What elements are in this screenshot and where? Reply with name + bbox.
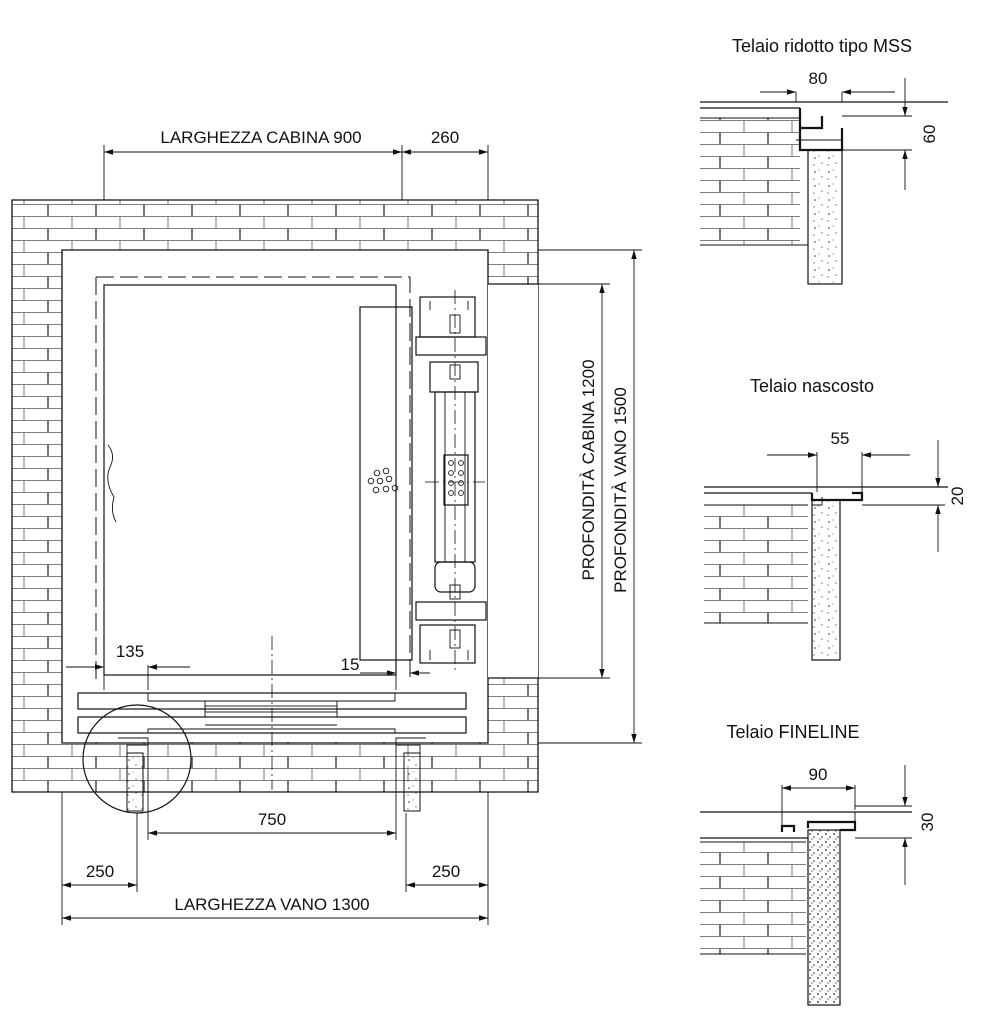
car-depth-label: PROFONDITÀ CABINA 1200 [579, 359, 598, 580]
detail-fineline-title: Telaio FINELINE [726, 722, 859, 742]
shaft-plan [11, 199, 539, 814]
shaft-wall [11, 199, 539, 793]
car-width-label: LARGHEZZA CABINA 900 [160, 128, 361, 147]
detail-mss-height: 60 [920, 125, 939, 144]
detail-fineline-width: 90 [809, 765, 828, 784]
shaft-depth-label: PROFONDITÀ VANO 1500 [611, 387, 630, 593]
offset-right-label: 15 [341, 655, 360, 674]
detail-hidden-width: 55 [831, 429, 850, 448]
plan-dimensions: LARGHEZZA CABINA 900 260 PROFONDITÀ CABI… [61, 128, 642, 925]
detail-hidden-title: Telaio nascosto [750, 376, 874, 396]
counterweight-gap-label: 260 [431, 128, 459, 147]
car-outline [103, 284, 397, 676]
side-left-label: 250 [86, 862, 114, 881]
detail-fineline-height: 30 [918, 813, 937, 832]
detail-mss-title: Telaio ridotto tipo MSS [732, 36, 912, 56]
side-right-label: 250 [432, 862, 460, 881]
door-opening-label: 750 [258, 810, 286, 829]
detail-mss-width: 80 [809, 69, 828, 88]
shaft-width-label: LARGHEZZA VANO 1300 [174, 895, 369, 914]
detail-hidden-height: 20 [948, 487, 967, 506]
detail-fineline: Telaio FINELINE 90 30 [700, 722, 937, 1006]
button-panel-icon [367, 467, 399, 494]
counterweight-assembly [415, 290, 487, 670]
detail-mss: Telaio ridotto tipo MSS 80 60 [700, 36, 948, 285]
offset-left-label: 135 [116, 642, 144, 661]
detail-hidden: Telaio nascosto 55 20 [704, 376, 967, 661]
